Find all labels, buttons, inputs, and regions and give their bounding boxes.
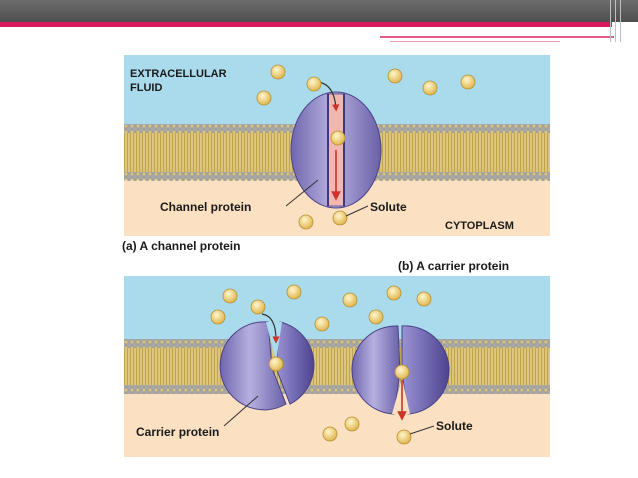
channel-protein-leader xyxy=(285,179,319,207)
carrier-protein-open-outward xyxy=(219,321,315,411)
label-extracellular: EXTRACELLULAR xyxy=(130,68,227,80)
carrier-entry-arrow xyxy=(261,313,280,344)
panel-a-solutes xyxy=(256,64,476,230)
slide-corner-decoration xyxy=(606,0,630,42)
panel-b-cytoplasm-region xyxy=(124,393,550,457)
panel-a: EXTRACELLULAR FLUID Channel protein Solu… xyxy=(124,55,550,236)
caption-channel-protein: (a) A channel protein xyxy=(122,239,240,253)
carrier-protein-leader xyxy=(223,395,259,427)
label-cytoplasm: CYTOPLASM xyxy=(445,220,514,232)
slide-accent-line-thin xyxy=(380,36,614,38)
panel-b-membrane xyxy=(124,339,550,394)
slide-accent-line-thin-2 xyxy=(390,41,560,42)
panel-b-solutes xyxy=(210,284,432,445)
label-carrier-protein: Carrier protein xyxy=(136,425,219,439)
slide-accent-line xyxy=(0,22,612,27)
label-channel-protein: Channel protein xyxy=(160,200,251,214)
panel-b: Carrier protein Solute xyxy=(124,276,550,457)
panel-b-extracellular-region xyxy=(124,276,550,340)
solute-leader-a xyxy=(345,205,369,217)
slide-header-bar xyxy=(0,0,638,22)
label-solute-a: Solute xyxy=(370,200,407,214)
carrier-protein-open-inward xyxy=(351,325,450,415)
caption-carrier-protein: (b) A carrier protein xyxy=(398,259,509,273)
label-fluid: FLUID xyxy=(130,82,162,94)
solute-leader-b xyxy=(409,425,435,435)
label-solute-b: Solute xyxy=(436,419,473,433)
